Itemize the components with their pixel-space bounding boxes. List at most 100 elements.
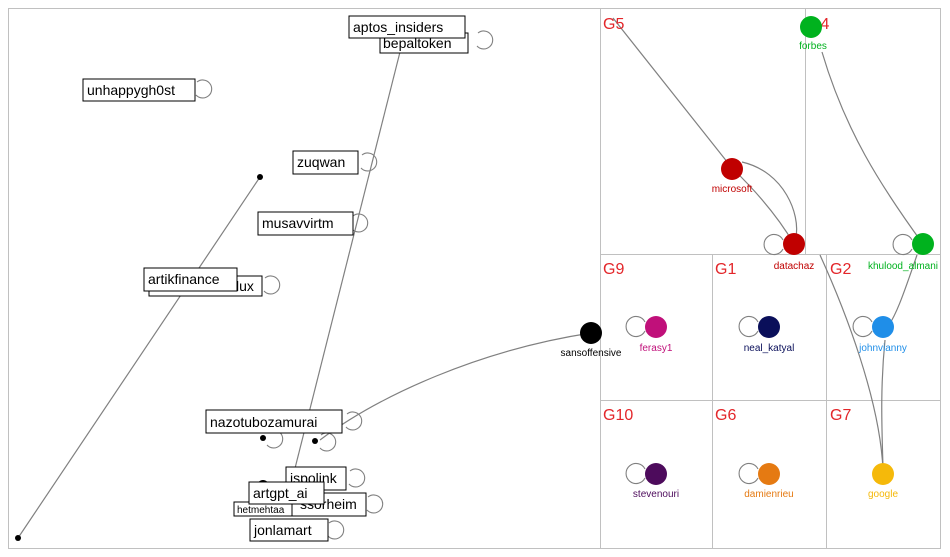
- label-text: musavvirtm: [262, 215, 334, 231]
- self-loop: [360, 152, 378, 172]
- node-dot: [758, 316, 780, 338]
- group-grid: [8, 8, 941, 549]
- label-box: [248, 481, 325, 505]
- group-labels: G5 G4 G9 G1 G2 G10 G6 G7: [603, 16, 851, 424]
- node-sansoffensive[interactable]: sansoffensive: [561, 322, 622, 359]
- self-loop: [892, 233, 913, 256]
- node-dot: [872, 316, 894, 338]
- node-label: ferasy1: [640, 343, 673, 354]
- group-label-g10: G10: [603, 407, 633, 424]
- node-label: khulood_almani: [868, 261, 938, 272]
- label-zuqwan[interactable]: zuqwan: [292, 150, 359, 175]
- label-text: nazotubozamurai: [210, 414, 317, 430]
- label-text: jonlamart: [253, 522, 312, 538]
- graph-border: [8, 8, 941, 549]
- label-artikfinance[interactable]: artikfinance: [143, 267, 238, 292]
- label-text: hetmehtaa: [237, 505, 285, 516]
- isolate-dot[interactable]: [312, 438, 318, 444]
- edge-g5-diagonal: [612, 17, 733, 169]
- node-dot: [645, 316, 667, 338]
- self-loop: [327, 520, 345, 540]
- node-dot: [783, 233, 805, 255]
- node-label: neal_katyal: [744, 343, 795, 354]
- edge-sansoffensive-link: [319, 332, 592, 441]
- self-loop: [738, 462, 759, 485]
- node-dot: [645, 463, 667, 485]
- node-damienrieu[interactable]: damienrieu: [738, 462, 794, 500]
- self-loop: [263, 275, 281, 295]
- label-box: [205, 409, 343, 434]
- node-forbes[interactable]: forbes: [799, 16, 827, 52]
- node-datachaz[interactable]: datachaz: [763, 233, 815, 272]
- group-label-g7: G7: [830, 407, 851, 424]
- node-dot: [800, 16, 822, 38]
- self-loop: [852, 315, 873, 338]
- label-box: [348, 15, 466, 39]
- node-label: stevenouri: [633, 489, 679, 500]
- node-neal_katyal[interactable]: neal_katyal: [738, 315, 795, 354]
- label-aptos_insiders[interactable]: aptos_insiders: [348, 15, 466, 39]
- node-label: forbes: [799, 41, 827, 52]
- label-musavvirtm[interactable]: musavvirtm: [257, 211, 354, 236]
- node-label: sansoffensive: [561, 348, 622, 359]
- edge-johnvianny-google: [881, 339, 886, 469]
- edge-microsoft-datachaz-return: [741, 161, 798, 237]
- label-text: unhappygh0st: [87, 82, 175, 98]
- label-unhappygh0st[interactable]: unhappygh0st: [82, 78, 196, 102]
- group-label-g2: G2: [830, 261, 851, 278]
- label-artgpt_ai[interactable]: artgpt_ai: [248, 481, 325, 505]
- isolate-dot[interactable]: [257, 174, 263, 180]
- self-loop: [738, 315, 759, 338]
- node-stevenouri[interactable]: stevenouri: [625, 462, 679, 500]
- self-loop: [345, 411, 363, 431]
- node-label: microsoft: [712, 184, 753, 195]
- self-loop: [476, 30, 494, 50]
- group-label-g5: G5: [603, 16, 624, 33]
- node-dot: [912, 233, 934, 255]
- node-label: damienrieu: [744, 489, 793, 500]
- node-google[interactable]: google: [868, 463, 898, 500]
- node-dot: [758, 463, 780, 485]
- self-loop: [625, 315, 646, 338]
- label-jonlamart[interactable]: jonlamart: [249, 518, 329, 542]
- self-loop: [625, 462, 646, 485]
- label-text: artgpt_ai: [253, 485, 307, 501]
- node-microsoft[interactable]: microsoft: [712, 158, 753, 195]
- node-dot: [721, 158, 743, 180]
- node-label: datachaz: [774, 261, 815, 272]
- node-dot: [580, 322, 602, 344]
- label-text: lux: [236, 278, 254, 294]
- self-loop: [348, 468, 366, 488]
- node-dot: [872, 463, 894, 485]
- group-nodes: forbes microsoft datachaz khulood_almani…: [561, 16, 938, 500]
- label-text: artikfinance: [148, 271, 220, 287]
- node-ferasy1[interactable]: ferasy1: [625, 315, 673, 354]
- node-label: google: [868, 489, 898, 500]
- node-khulood_almani[interactable]: khulood_almani: [868, 233, 938, 272]
- edge-forbes-khulood_almani: [821, 51, 924, 245]
- label-box: [82, 78, 196, 102]
- label-text: bepaltoken: [383, 35, 452, 51]
- isolate-dot[interactable]: [260, 435, 266, 441]
- label-box: [257, 211, 354, 236]
- group-label-g6: G6: [715, 407, 736, 424]
- node-label: johnvianny: [858, 343, 907, 354]
- label-box: [249, 518, 329, 542]
- label-text: zuqwan: [297, 154, 345, 170]
- label-text: aptos_insiders: [353, 19, 443, 35]
- label-nazotubozamurai[interactable]: nazotubozamurai: [205, 409, 343, 434]
- group-label-g9: G9: [603, 261, 624, 278]
- self-loop: [366, 494, 384, 514]
- isolate-labels: bepaltoken aptos_insiders unhappygh0st z…: [82, 15, 469, 542]
- label-box: [292, 150, 359, 175]
- self-loop: [195, 79, 213, 99]
- edge-isolate-diagonal: [17, 176, 261, 539]
- group-label-g1: G1: [715, 261, 736, 278]
- self-loop: [763, 233, 784, 256]
- self-loop: [351, 213, 369, 233]
- isolate-dot[interactable]: [15, 535, 21, 541]
- label-box: [143, 267, 238, 292]
- edge-microsoft-datachaz: [731, 167, 795, 245]
- node-johnvianny[interactable]: johnvianny: [852, 315, 907, 354]
